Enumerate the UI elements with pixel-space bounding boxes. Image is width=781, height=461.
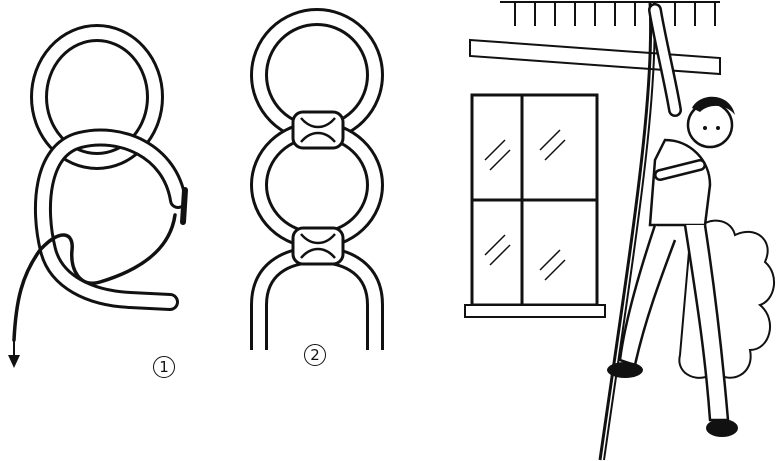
direction-arrow (8, 340, 20, 368)
window (465, 95, 605, 317)
step-2-label: 2 (304, 344, 326, 366)
rope-loop-chain (259, 17, 375, 350)
step-1-label: 1 (153, 356, 175, 378)
escape-rope-scene-illustration (460, 0, 781, 461)
knot-joint-lower (293, 228, 343, 264)
knot-step-1-illustration (0, 0, 200, 461)
knot-step-2-illustration (225, 0, 410, 461)
knot-joint-upper (293, 112, 343, 148)
